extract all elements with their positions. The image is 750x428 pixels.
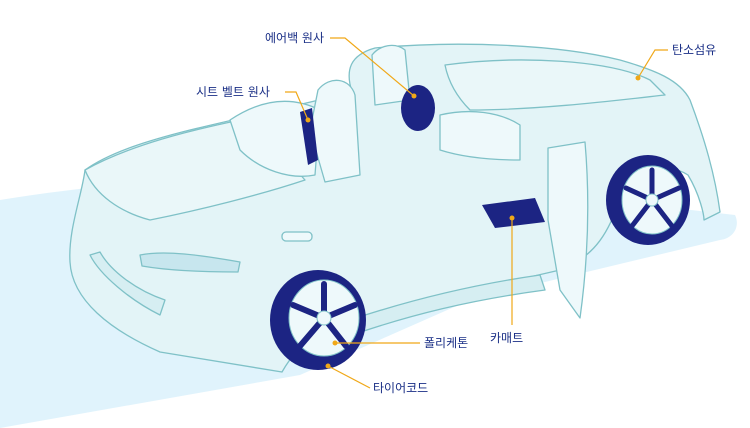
airbag-label: 에어백 원사 (265, 31, 324, 45)
headlight (139, 252, 241, 273)
seatbelt-highlight (300, 108, 318, 165)
rear-wheel (606, 155, 690, 245)
leader-lines (285, 37, 668, 389)
polyketone-dot (332, 340, 338, 346)
carmat-dot (509, 215, 515, 221)
tirecord-label: 타이어코드 (373, 381, 428, 395)
dashboard (439, 110, 521, 161)
seatbelt-dot (305, 117, 311, 123)
leader-dots (305, 75, 641, 369)
car-body (69, 43, 721, 373)
tirecord-leader (327, 365, 371, 389)
front-grille (89, 251, 166, 316)
carbon-leader (637, 49, 668, 79)
polyketone-label: 폴리케톤 (424, 336, 468, 350)
front-seat (309, 79, 361, 183)
carmat-label: 카매트 (490, 331, 523, 345)
seatbelt-leader (285, 91, 309, 121)
door-handle (281, 231, 313, 242)
airbag-dot (411, 93, 417, 99)
carbon-label: 탄소섬유 (672, 43, 716, 57)
side-sill (349, 274, 546, 336)
rear-deck (444, 59, 666, 111)
rear-hub (645, 193, 659, 207)
carmat-highlight (482, 198, 545, 228)
front-wheel (270, 270, 366, 370)
airbag-highlight (401, 85, 435, 131)
carbon-dot (635, 75, 641, 81)
tirecord-dot (325, 363, 331, 369)
airbag-leader (330, 37, 415, 97)
open-door (547, 141, 589, 319)
front-hub (316, 310, 332, 326)
seatbelt-label: 시트 벨트 원사 (196, 85, 270, 99)
